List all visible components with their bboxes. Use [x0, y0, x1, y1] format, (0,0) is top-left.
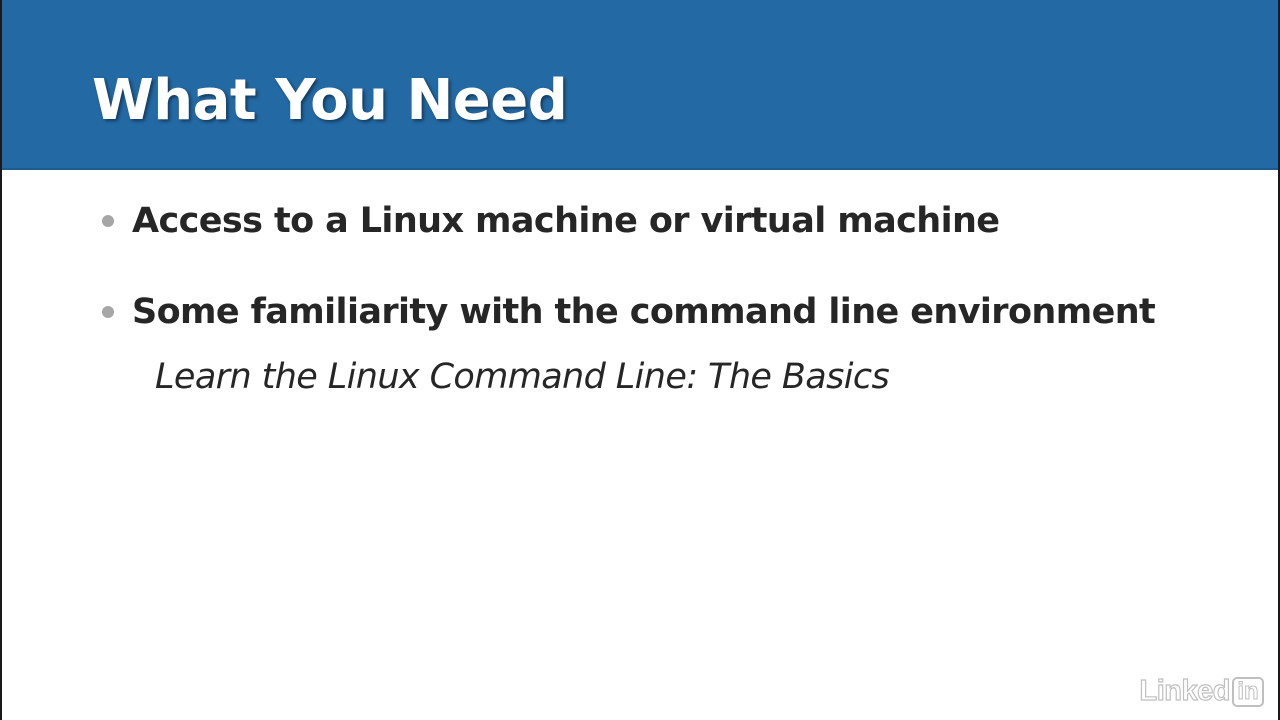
bullet-text: Access to a Linux machine or virtual mac…: [132, 201, 1000, 241]
bullet-dot-icon: [102, 215, 114, 227]
bullet-item: Some familiarity with the command line e…: [102, 289, 1156, 335]
bullet-item: Access to a Linux machine or virtual mac…: [102, 198, 1000, 244]
slide-title: What You Need: [92, 68, 568, 133]
title-bar: What You Need: [2, 0, 1278, 170]
watermark-text: Linked: [1139, 674, 1231, 707]
watermark-in-box: in: [1232, 676, 1264, 707]
linkedin-watermark-icon: Linked in: [1139, 674, 1264, 708]
bullet-dot-icon: [102, 306, 114, 318]
course-reference: Learn the Linux Command Line: The Basics: [155, 357, 890, 397]
bullet-text: Some familiarity with the command line e…: [132, 292, 1156, 332]
